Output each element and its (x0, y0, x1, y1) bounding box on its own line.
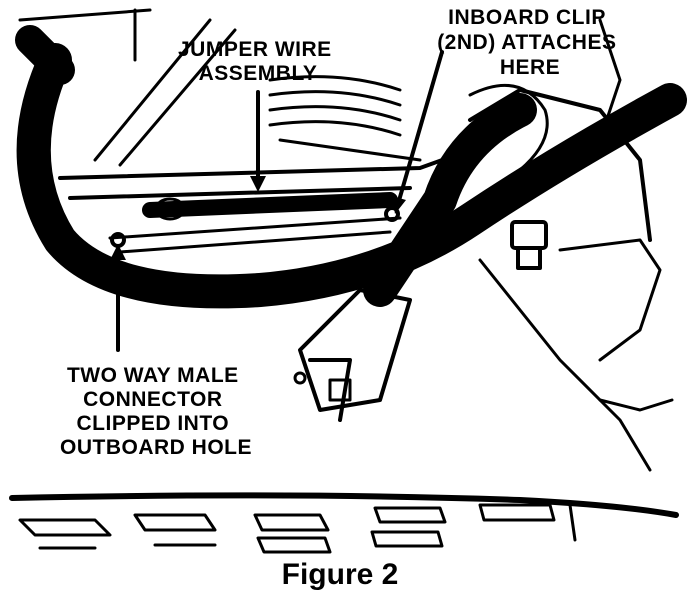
floor-pan (9, 492, 679, 554)
two-way-male-connector (293, 83, 549, 422)
inboard-hole (384, 206, 400, 222)
two-way-connector-label-line: OUTBOARD HOLE (60, 436, 252, 459)
inboard-clip-label-line: HERE (500, 56, 560, 79)
two-way-connector-label-line: CLIPPED INTO (77, 412, 230, 435)
two-way-connector-label-line: TWO WAY MALE (67, 364, 239, 387)
leader-lines (110, 50, 444, 352)
jumper-wire-assembly (142, 192, 398, 221)
inboard-clip-label-line: INBOARD CLIP (448, 6, 605, 29)
jumper-wire-label: JUMPER WIRE ASSEMBLY (178, 38, 338, 85)
inboard-clip-label: INBOARD CLIP (2ND) ATTACHES HERE (437, 6, 623, 79)
two-way-connector-label-line: CONNECTOR (83, 388, 222, 411)
jumper-wire-label-line: ASSEMBLY (199, 62, 318, 85)
arrow-head-outboard (110, 244, 126, 260)
jumper-wire-label-line: JUMPER WIRE (178, 38, 332, 61)
corrugated-harness (15, 25, 687, 309)
arrow-head-jumper (250, 176, 266, 192)
figure-caption: Figure 2 (282, 558, 399, 591)
arrow-head-inboard (392, 196, 406, 214)
two-way-connector-label: TWO WAY MALE CONNECTOR CLIPPED INTO OUTB… (60, 364, 252, 459)
inboard-clip-label-line: (2ND) ATTACHES (437, 31, 616, 54)
